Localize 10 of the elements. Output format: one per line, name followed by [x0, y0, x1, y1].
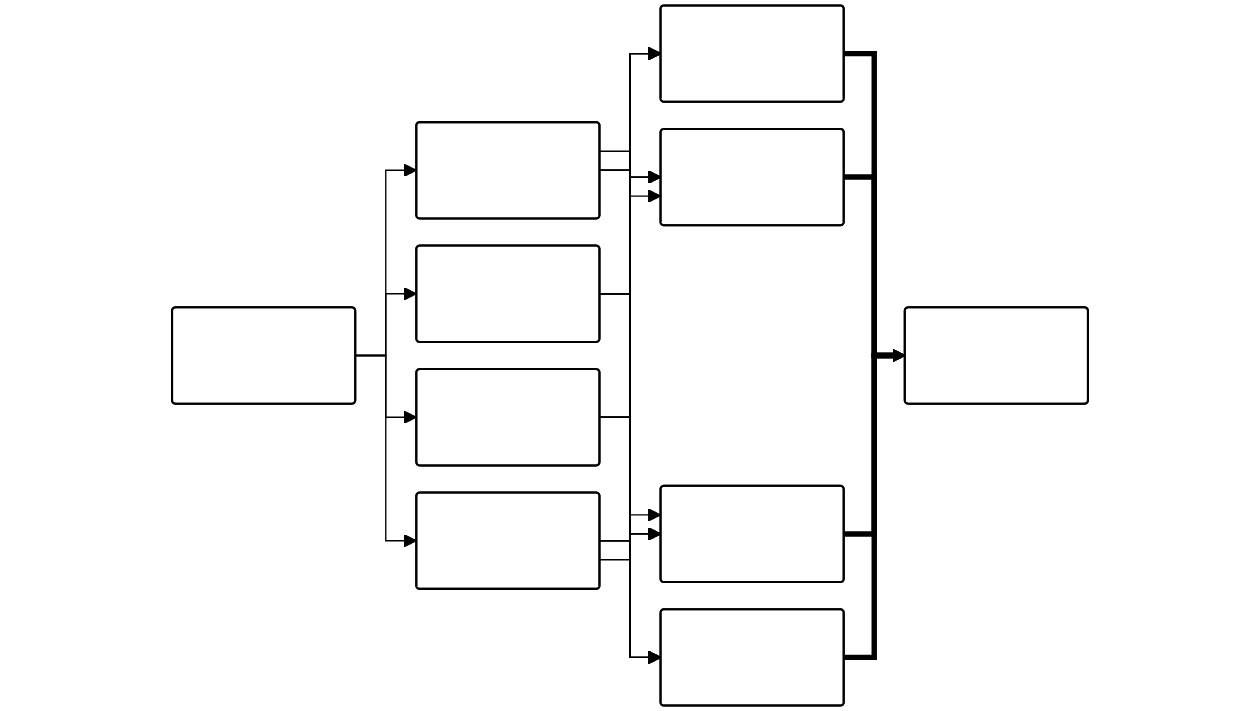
rounded-box: [659, 4, 845, 103]
rounded-box: [415, 121, 601, 220]
rounded-box: [171, 306, 357, 405]
rounded-box: [659, 608, 845, 707]
rounded-box: [415, 244, 601, 343]
rounded-box: [415, 491, 601, 590]
rounded-box: [659, 127, 845, 227]
rounded-box: [903, 306, 1089, 405]
rounded-box: [415, 368, 601, 467]
rounded-box: [659, 484, 845, 584]
